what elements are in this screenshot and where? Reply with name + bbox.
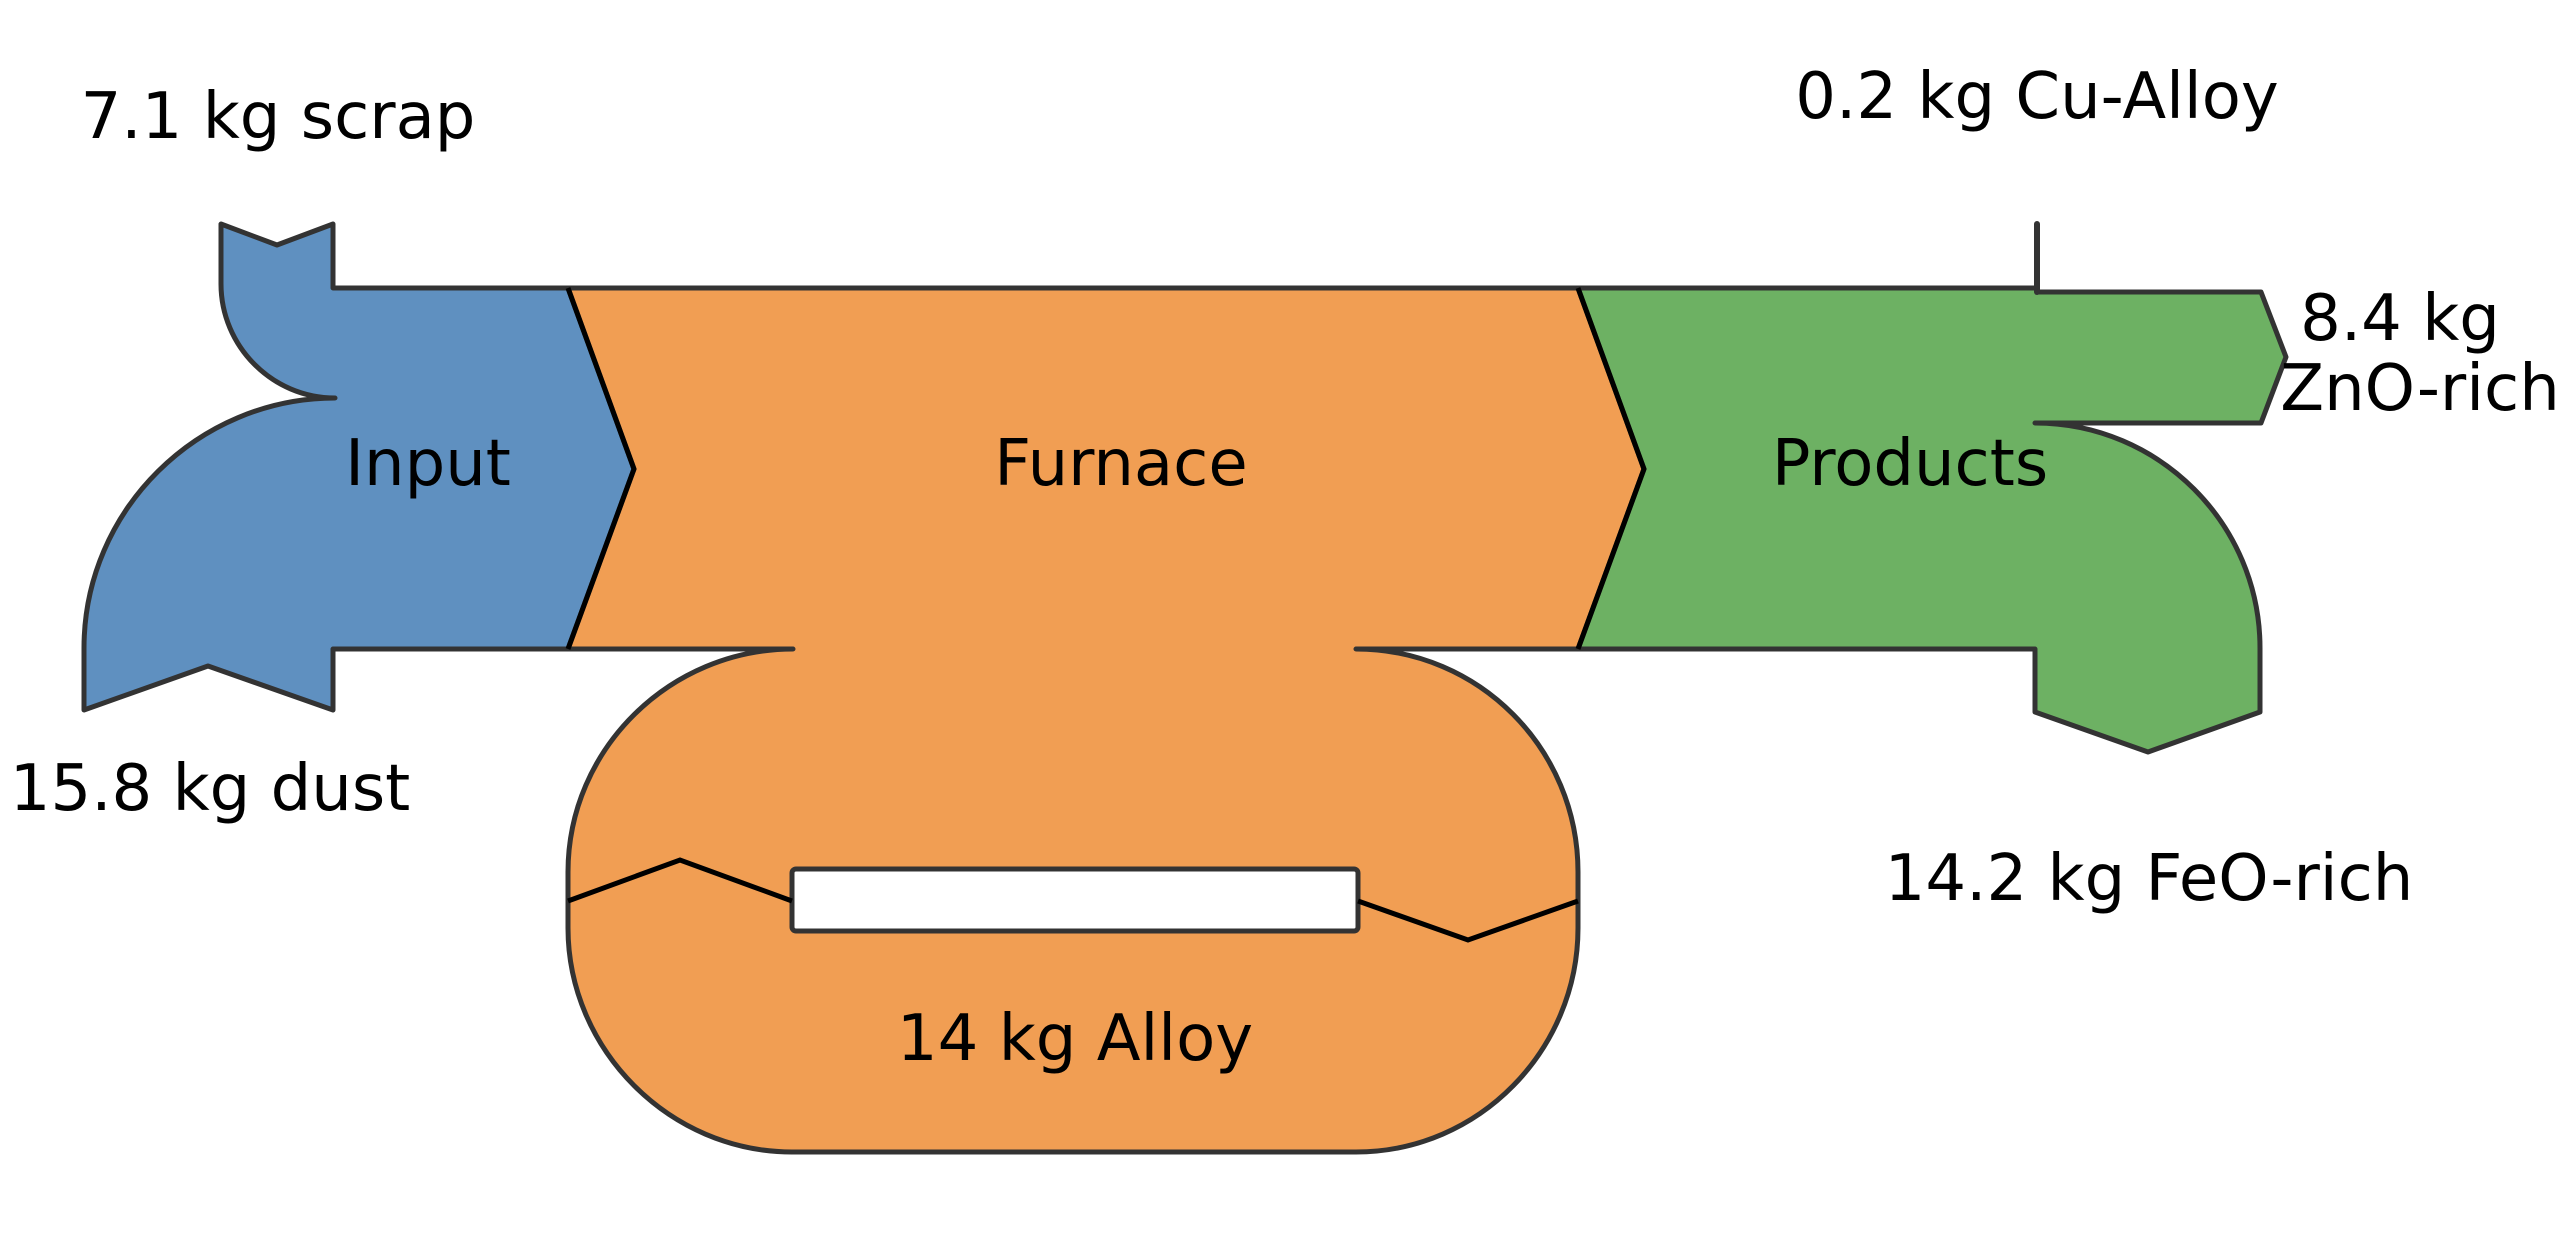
furnace-node-shape bbox=[565, 285, 1647, 1155]
zno-rich-flow-label-line2: ZnO-rich bbox=[2280, 352, 2560, 426]
loop-zigzag-left bbox=[567, 857, 793, 904]
products-node-shape bbox=[1575, 221, 2289, 755]
loop-zigzag-right bbox=[1357, 898, 1579, 943]
furnace-products-divider bbox=[1575, 287, 1647, 650]
input-node-label: Input bbox=[345, 427, 511, 501]
dust-flow-label: 15.8 kg dust bbox=[10, 752, 411, 826]
alloy-loop-label: 14 kg Alloy bbox=[897, 1002, 1253, 1076]
furnace-node-label: Furnace bbox=[994, 427, 1247, 501]
feo-rich-flow-label: 14.2 kg FeO-rich bbox=[1885, 842, 2414, 916]
products-node-label: Products bbox=[1772, 427, 2048, 501]
cu-alloy-flow-label: 0.2 kg Cu-Alloy bbox=[1795, 60, 2278, 134]
zno-rich-flow-label-line1: 8.4 kg bbox=[2300, 282, 2500, 356]
input-furnace-divider bbox=[565, 287, 637, 650]
loop-gap-box bbox=[789, 866, 1361, 934]
scrap-flow-label: 7.1 kg scrap bbox=[81, 80, 476, 154]
input-node-shape bbox=[81, 221, 637, 713]
